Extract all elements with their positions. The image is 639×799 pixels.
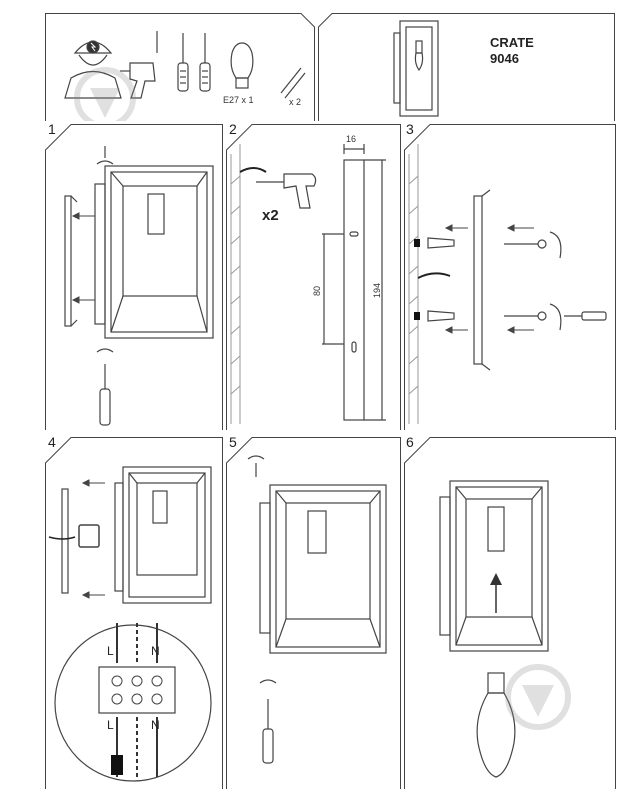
product-panel-frame — [318, 13, 615, 121]
screwdriver-bottom-icon — [259, 679, 277, 764]
watermark-icon — [74, 67, 136, 121]
wall-hatch — [408, 144, 419, 424]
cable-icon — [417, 272, 451, 279]
screw-top-icon — [247, 455, 265, 477]
up-arrow-icon — [490, 573, 502, 613]
terminal-bottom-N: N — [151, 718, 160, 732]
cable-icon — [239, 167, 267, 173]
terminal-block-detail — [54, 623, 212, 782]
step-1-illustration — [45, 124, 223, 430]
lamp-housing — [259, 484, 387, 654]
product-panel: CRATE 9046 — [318, 13, 615, 121]
bulb-label: E27 x 1 — [223, 95, 254, 105]
drill-icon — [256, 173, 317, 209]
bracket — [61, 488, 69, 594]
arrows — [71, 212, 95, 304]
step-5-number: 5 — [229, 434, 237, 450]
step-3-illustration — [404, 124, 616, 430]
lamp-housing — [439, 480, 549, 652]
screwdriver-icon — [564, 311, 607, 321]
bracket — [473, 189, 491, 371]
terminal-bottom-L: L — [107, 718, 114, 732]
step-4-panel: L N L N — [45, 437, 223, 789]
step-2-number: 2 — [229, 121, 237, 137]
product-code: 9046 — [490, 51, 519, 66]
arrows — [444, 224, 534, 334]
dim-height: 194 — [372, 283, 382, 298]
screwdriver-bottom-icon — [96, 348, 114, 426]
lamp-thumbnail-icon — [393, 20, 439, 117]
screws-icon — [280, 67, 306, 99]
step-1-panel — [45, 124, 223, 430]
drill-count: x2 — [262, 207, 279, 224]
terminal-top-L: L — [107, 644, 114, 658]
wall-hole-top — [414, 239, 420, 247]
watermark-icon — [505, 664, 571, 730]
bulb-icon — [476, 672, 516, 778]
step-4-illustration: L N L N — [45, 437, 223, 789]
rotate-icon — [549, 231, 562, 331]
step-6-number: 6 — [406, 434, 414, 450]
arrows — [81, 479, 105, 599]
tools-panel: E27 x 1 x 2 — [45, 13, 315, 121]
product-name: CRATE — [490, 35, 534, 50]
drill-icon — [120, 31, 158, 99]
step-6-illustration — [404, 437, 616, 789]
step-3-number: 3 — [406, 121, 414, 137]
screws — [504, 239, 547, 321]
step-5-illustration — [226, 437, 401, 789]
step-2-panel: x2 16 80 194 — [226, 124, 401, 430]
step-6-panel — [404, 437, 616, 789]
screw-top-icon — [96, 146, 114, 165]
lamp-housing — [114, 466, 212, 604]
screwdriver-icon — [177, 33, 189, 92]
step-2-illustration: x2 16 80 194 — [226, 124, 401, 430]
lamp-housing — [94, 165, 214, 339]
step-4-number: 4 — [48, 434, 56, 450]
dim-top: 16 — [346, 134, 356, 144]
wall-hole-bottom — [414, 312, 420, 320]
step-1-number: 1 — [48, 121, 56, 137]
tools-panel-frame: E27 x 1 x 2 — [45, 13, 315, 121]
screws-label: x 2 — [289, 97, 301, 107]
wall-hatch — [230, 144, 241, 424]
wires — [48, 524, 100, 548]
wall-plugs — [427, 237, 455, 322]
wall-bracket — [64, 195, 78, 327]
terminal-top-N: N — [151, 644, 160, 658]
electrician-icon — [64, 40, 122, 99]
step-5-panel — [226, 437, 401, 789]
dim-spacing: 80 — [312, 286, 322, 296]
screwdriver-phillips-icon — [199, 33, 211, 92]
bulb-icon — [230, 42, 254, 89]
step-3-panel — [404, 124, 616, 430]
bracket-template — [322, 144, 386, 421]
